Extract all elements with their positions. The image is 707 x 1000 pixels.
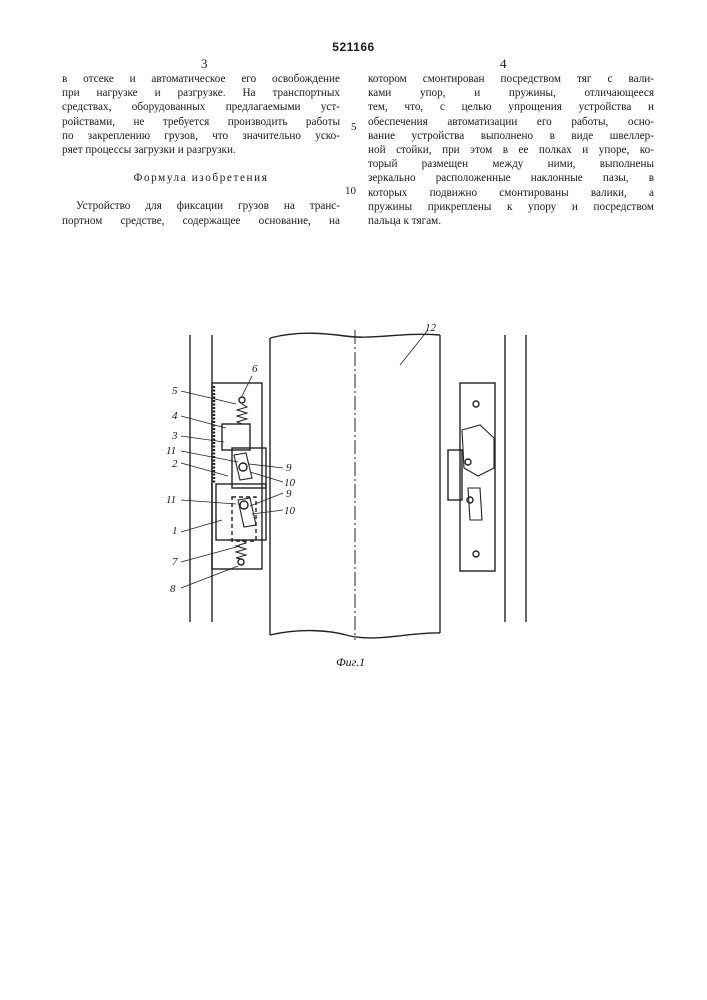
text-line: ной стойки, при этом в ее полках и упоре… bbox=[368, 143, 654, 157]
label-8: 8 bbox=[170, 583, 176, 595]
text-line: при нагрузке и разгрузке. На транспортны… bbox=[62, 86, 340, 100]
text-line: в отсеке и автоматическое его освобожден… bbox=[62, 72, 340, 86]
label-7: 7 bbox=[172, 556, 178, 568]
patent-number: 521166 bbox=[0, 40, 707, 54]
right-device bbox=[448, 383, 495, 571]
label-11: 11 bbox=[166, 445, 176, 457]
text-line: средствах, оборудованных предлагаемыми у… bbox=[62, 100, 340, 114]
label-2: 2 bbox=[172, 458, 178, 470]
text-line: пружины прикреплены к упору и посредство… bbox=[368, 200, 654, 214]
left-wall bbox=[190, 335, 212, 622]
label-3: 3 bbox=[171, 430, 178, 442]
text-line: которых подвижно смонтированы валики, а bbox=[368, 186, 654, 200]
label-11: 11 bbox=[166, 494, 176, 506]
left-device bbox=[212, 383, 266, 569]
text-line: пальца к тягам. bbox=[368, 214, 654, 228]
label-6: 6 bbox=[252, 363, 258, 375]
text-line: ками упор, и пружины, отличающееся bbox=[368, 86, 654, 100]
right-wall bbox=[505, 335, 526, 622]
figure-labels: 5 4 3 11 2 11 1 7 8 6 9 10 9 10 12 bbox=[166, 322, 437, 595]
right-column-number: 4 bbox=[500, 56, 507, 72]
right-text-column: котором смонтирован посредством тяг с ва… bbox=[368, 72, 654, 228]
text-line: ройствами, не требуется производить рабо… bbox=[62, 115, 340, 129]
label-5: 5 bbox=[172, 385, 178, 397]
text-line: обеспечения автоматизации его работы, ос… bbox=[368, 115, 654, 129]
text-line: тем, что, с целью упрощения устройства и bbox=[368, 100, 654, 114]
figure-caption: Фиг.1 bbox=[336, 655, 365, 670]
text-line: зеркально расположенные наклонные пазы, … bbox=[368, 171, 654, 185]
label-10: 10 bbox=[284, 505, 296, 517]
label-4: 4 bbox=[172, 410, 178, 422]
text-line: ряет процессы загрузки и разгрузки. bbox=[62, 143, 340, 157]
text-line: по закреплению грузов, что значительно у… bbox=[62, 129, 340, 143]
margin-line-number-10: 10 bbox=[345, 185, 356, 197]
text-line: вание устройства выполнено в виде швелле… bbox=[368, 129, 654, 143]
label-9: 9 bbox=[286, 462, 292, 474]
claims-heading: Формула изобретения bbox=[62, 171, 340, 185]
cargo-12 bbox=[270, 330, 440, 640]
label-12: 12 bbox=[425, 322, 437, 334]
text-line: торый размещен между ними, выполнены bbox=[368, 157, 654, 171]
label-1: 1 bbox=[172, 525, 178, 537]
label-9: 9 bbox=[286, 488, 292, 500]
margin-line-number-5: 5 bbox=[351, 121, 357, 133]
text-line: Устройство для фиксации грузов на транс- bbox=[62, 199, 340, 213]
left-column-number: 3 bbox=[201, 56, 208, 72]
left-text-column: в отсеке и автоматическое его освобожден… bbox=[62, 72, 340, 228]
text-line: портном средстве, содержащее основание, … bbox=[62, 214, 340, 228]
text-line: котором смонтирован посредством тяг с ва… bbox=[368, 72, 654, 86]
patent-figure: 5 4 3 11 2 11 1 7 8 6 9 10 9 10 12 bbox=[0, 300, 707, 655]
